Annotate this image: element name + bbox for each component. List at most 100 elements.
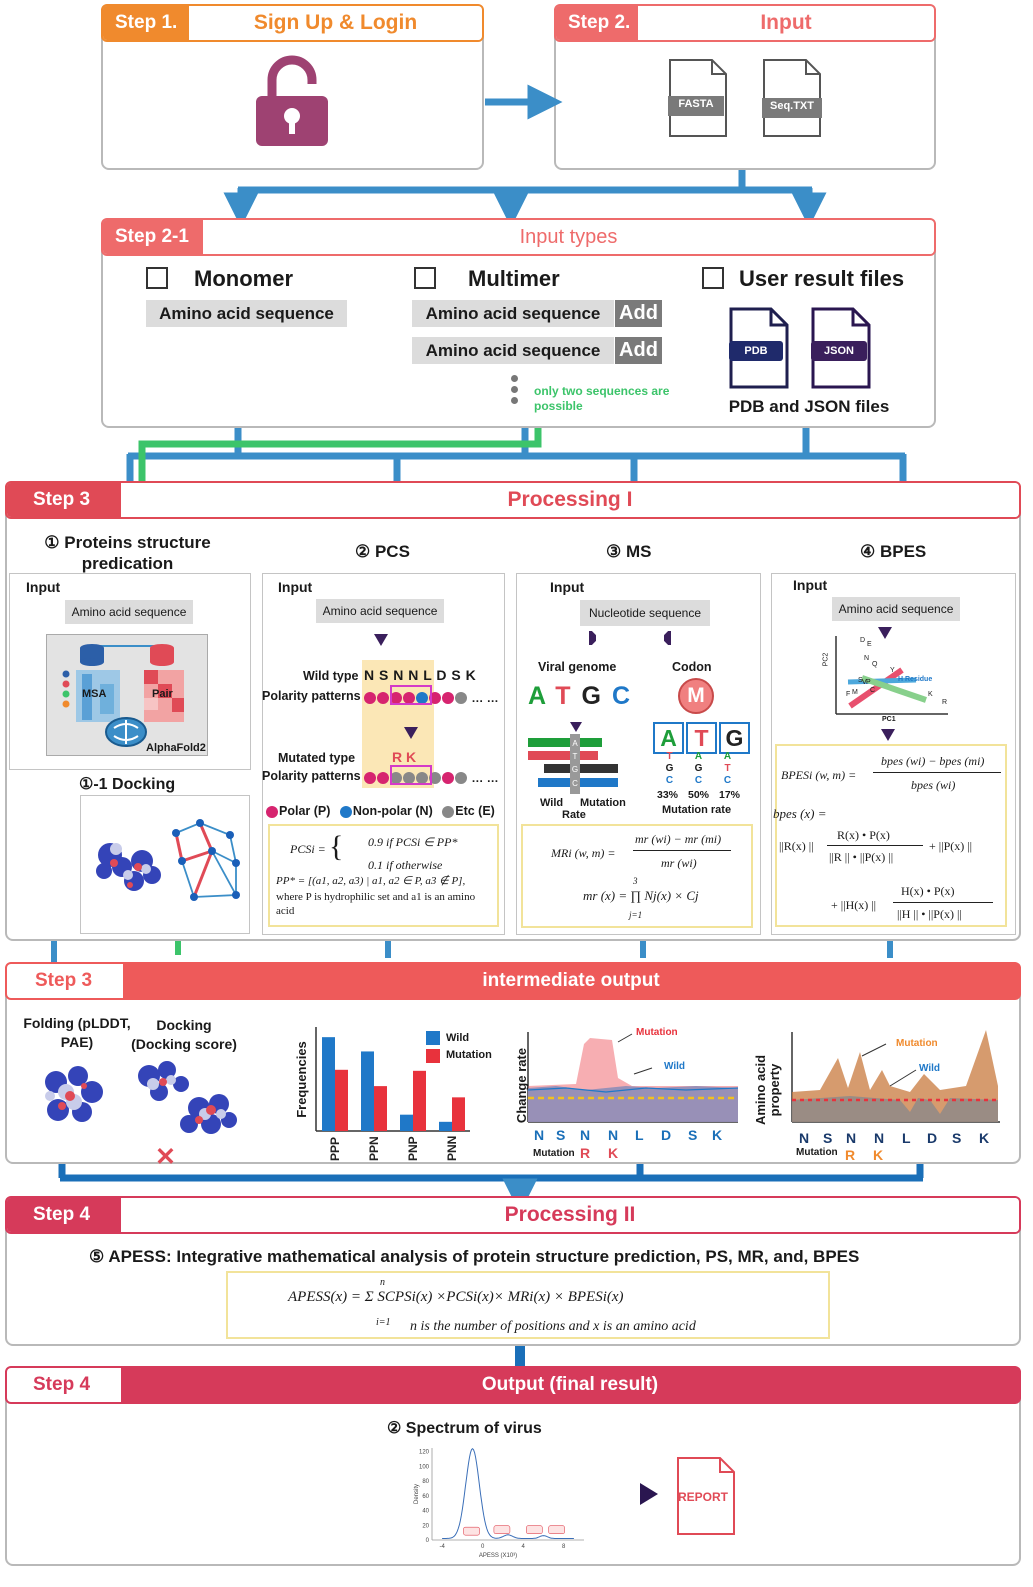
aa-property-wild: Wild xyxy=(919,1063,941,1074)
step1-label: Step 1. xyxy=(103,6,189,40)
ap-seq-1: S xyxy=(823,1130,833,1146)
seq-txt-file-icon[interactable] xyxy=(762,58,824,138)
report-icon[interactable] xyxy=(676,1456,736,1536)
svg-text:E: E xyxy=(867,641,872,648)
spectrum-marker-2 xyxy=(526,1525,543,1534)
intermediate-bar: Step 3 intermediate output xyxy=(5,962,1021,1000)
polarity-dots-wild: … … xyxy=(364,689,499,707)
step4-title: Processing II xyxy=(121,1198,1019,1232)
apess-note: n is the number of positions and x is an… xyxy=(410,1319,696,1334)
ms-bars: A T G C xyxy=(528,722,618,794)
add-button-1[interactable]: Add xyxy=(615,300,662,327)
multimer-aa-field-2[interactable]: Amino acid sequence xyxy=(412,337,614,364)
apess-sum-bot: i=1 xyxy=(376,1317,391,1328)
spectrum-ytick: 120 xyxy=(419,1450,430,1456)
section-ms: ③ MS xyxy=(606,542,652,561)
svg-text:D: D xyxy=(860,637,865,644)
ap-seq-0: N xyxy=(799,1130,810,1146)
fasta-file-icon[interactable] xyxy=(668,58,730,138)
json-file-icon[interactable] xyxy=(811,307,871,389)
svg-text:N: N xyxy=(864,655,869,662)
spectrum-ytick: 40 xyxy=(422,1509,429,1515)
spectrum-ytick: 100 xyxy=(419,1464,430,1470)
ms-f2: mr (x) = ∏ Nj(x) × Cj xyxy=(583,888,699,903)
bpes-f3-num: H(x) • P(x) xyxy=(901,884,955,898)
bpes-f1-num: bpes (wi) − bpes (mi) xyxy=(881,754,985,768)
polarity-dots-mutated: … … xyxy=(364,769,499,787)
section-bpes: ④ BPES xyxy=(860,542,927,561)
svg-text:C: C xyxy=(572,779,578,788)
bar-ppp-wild xyxy=(322,1037,335,1131)
pct-3: 17% xyxy=(718,789,740,801)
svg-text:Q: Q xyxy=(872,661,878,668)
ms-f1-lhs: MRi (w, m) = xyxy=(551,846,616,860)
aa-property-ylabel: Amino acid property xyxy=(753,1054,782,1126)
multimer-checkbox[interactable] xyxy=(414,267,436,289)
cc-3-3: C xyxy=(723,775,732,786)
svg-text:V: V xyxy=(862,679,867,686)
user-files-checkbox[interactable] xyxy=(702,267,724,289)
step21-title: Input types xyxy=(203,220,934,254)
bar-label-ppn: PPN xyxy=(367,1136,381,1161)
fasta-label: FASTA xyxy=(678,98,714,110)
aa-property-mut-k: K xyxy=(873,1147,884,1163)
spectrum-xlabel: APESS (X10³) xyxy=(479,1553,517,1559)
step1-title: Sign Up & Login xyxy=(189,6,482,40)
multimer-label: Multimer xyxy=(468,266,560,291)
ms-arrow-left xyxy=(589,631,596,645)
wild-type-label: Wild type xyxy=(303,669,359,683)
bar-label-ppp: PPP xyxy=(328,1137,342,1161)
monomer-checkbox[interactable] xyxy=(146,267,168,289)
bar-label-pnp: PNP xyxy=(406,1136,420,1161)
freq-legend-wild: Wild xyxy=(446,1032,470,1044)
apess-formula: n APESS(x) = Σ SCPSi(x) ×PCSi(x)× MRi(x)… xyxy=(226,1271,830,1339)
change-rate-mut-r: R xyxy=(580,1145,591,1161)
bar-ppp-mutation xyxy=(335,1069,348,1131)
polarity-box-1 xyxy=(390,685,432,705)
structure-input-label: Input xyxy=(26,579,61,595)
change-rate-wild: Wild xyxy=(664,1061,686,1072)
folding-protein xyxy=(45,1066,103,1122)
unlock-icon[interactable] xyxy=(250,54,334,148)
monomer-aa-field[interactable]: Amino acid sequence xyxy=(146,300,347,327)
pc2-label: PC2 xyxy=(822,652,830,667)
spectrum-ytick: 60 xyxy=(422,1494,429,1500)
pcs-down-arrow-2 xyxy=(404,727,418,739)
svg-text:P: P xyxy=(866,679,871,686)
ms-input-label: Input xyxy=(550,579,585,595)
play-arrow-icon xyxy=(640,1483,658,1505)
spectrum-xtick: 4 xyxy=(522,1544,526,1550)
step21-label: Step 2-1 xyxy=(103,220,203,254)
json-label: JSON xyxy=(824,345,854,357)
pcs-f-pp: PP* = [(a1, a2, a3) | a1, a2 ∈ P, a3 ∉ P… xyxy=(276,875,466,887)
svg-text:S: S xyxy=(858,677,863,684)
bar-ppn-mutation xyxy=(374,1086,387,1131)
cr-seq-7: K xyxy=(712,1127,723,1143)
apess-heading: ⑤ APESS: Integrative mathematical analys… xyxy=(89,1247,860,1266)
pdb-json-caption: PDB and JSON files xyxy=(728,397,890,416)
cr-seq-1: S xyxy=(556,1127,566,1143)
add-button-2[interactable]: Add xyxy=(615,337,662,364)
frequency-ylabel: Frequencies xyxy=(293,1041,309,1118)
viral-genome-label: Viral genome xyxy=(538,660,617,674)
ms-wild-label: Wild xyxy=(540,797,564,809)
freq-legend-mutation-swatch xyxy=(426,1049,440,1063)
svg-text:G: G xyxy=(572,765,578,774)
svg-text:C: C xyxy=(870,687,875,694)
polarity-box-2 xyxy=(390,765,432,785)
step2-bar: Step 2. Input xyxy=(554,4,936,42)
polarity-label-2: Polarity patterns xyxy=(262,769,361,783)
pdb-file-icon[interactable] xyxy=(729,307,789,389)
output-label: Step 4 xyxy=(7,1368,121,1402)
intermediate-label: Step 3 xyxy=(7,964,123,998)
aa-property-mutation: Mutation xyxy=(896,1038,938,1049)
atgc-sequence: ATGC xyxy=(528,682,641,711)
cr-seq-3: N xyxy=(608,1127,619,1143)
nuc-a: A xyxy=(528,682,556,710)
ap-seq-6: S xyxy=(952,1130,962,1146)
multimer-aa-field-1[interactable]: Amino acid sequence xyxy=(412,300,614,327)
report-label: REPORT xyxy=(677,1490,728,1504)
